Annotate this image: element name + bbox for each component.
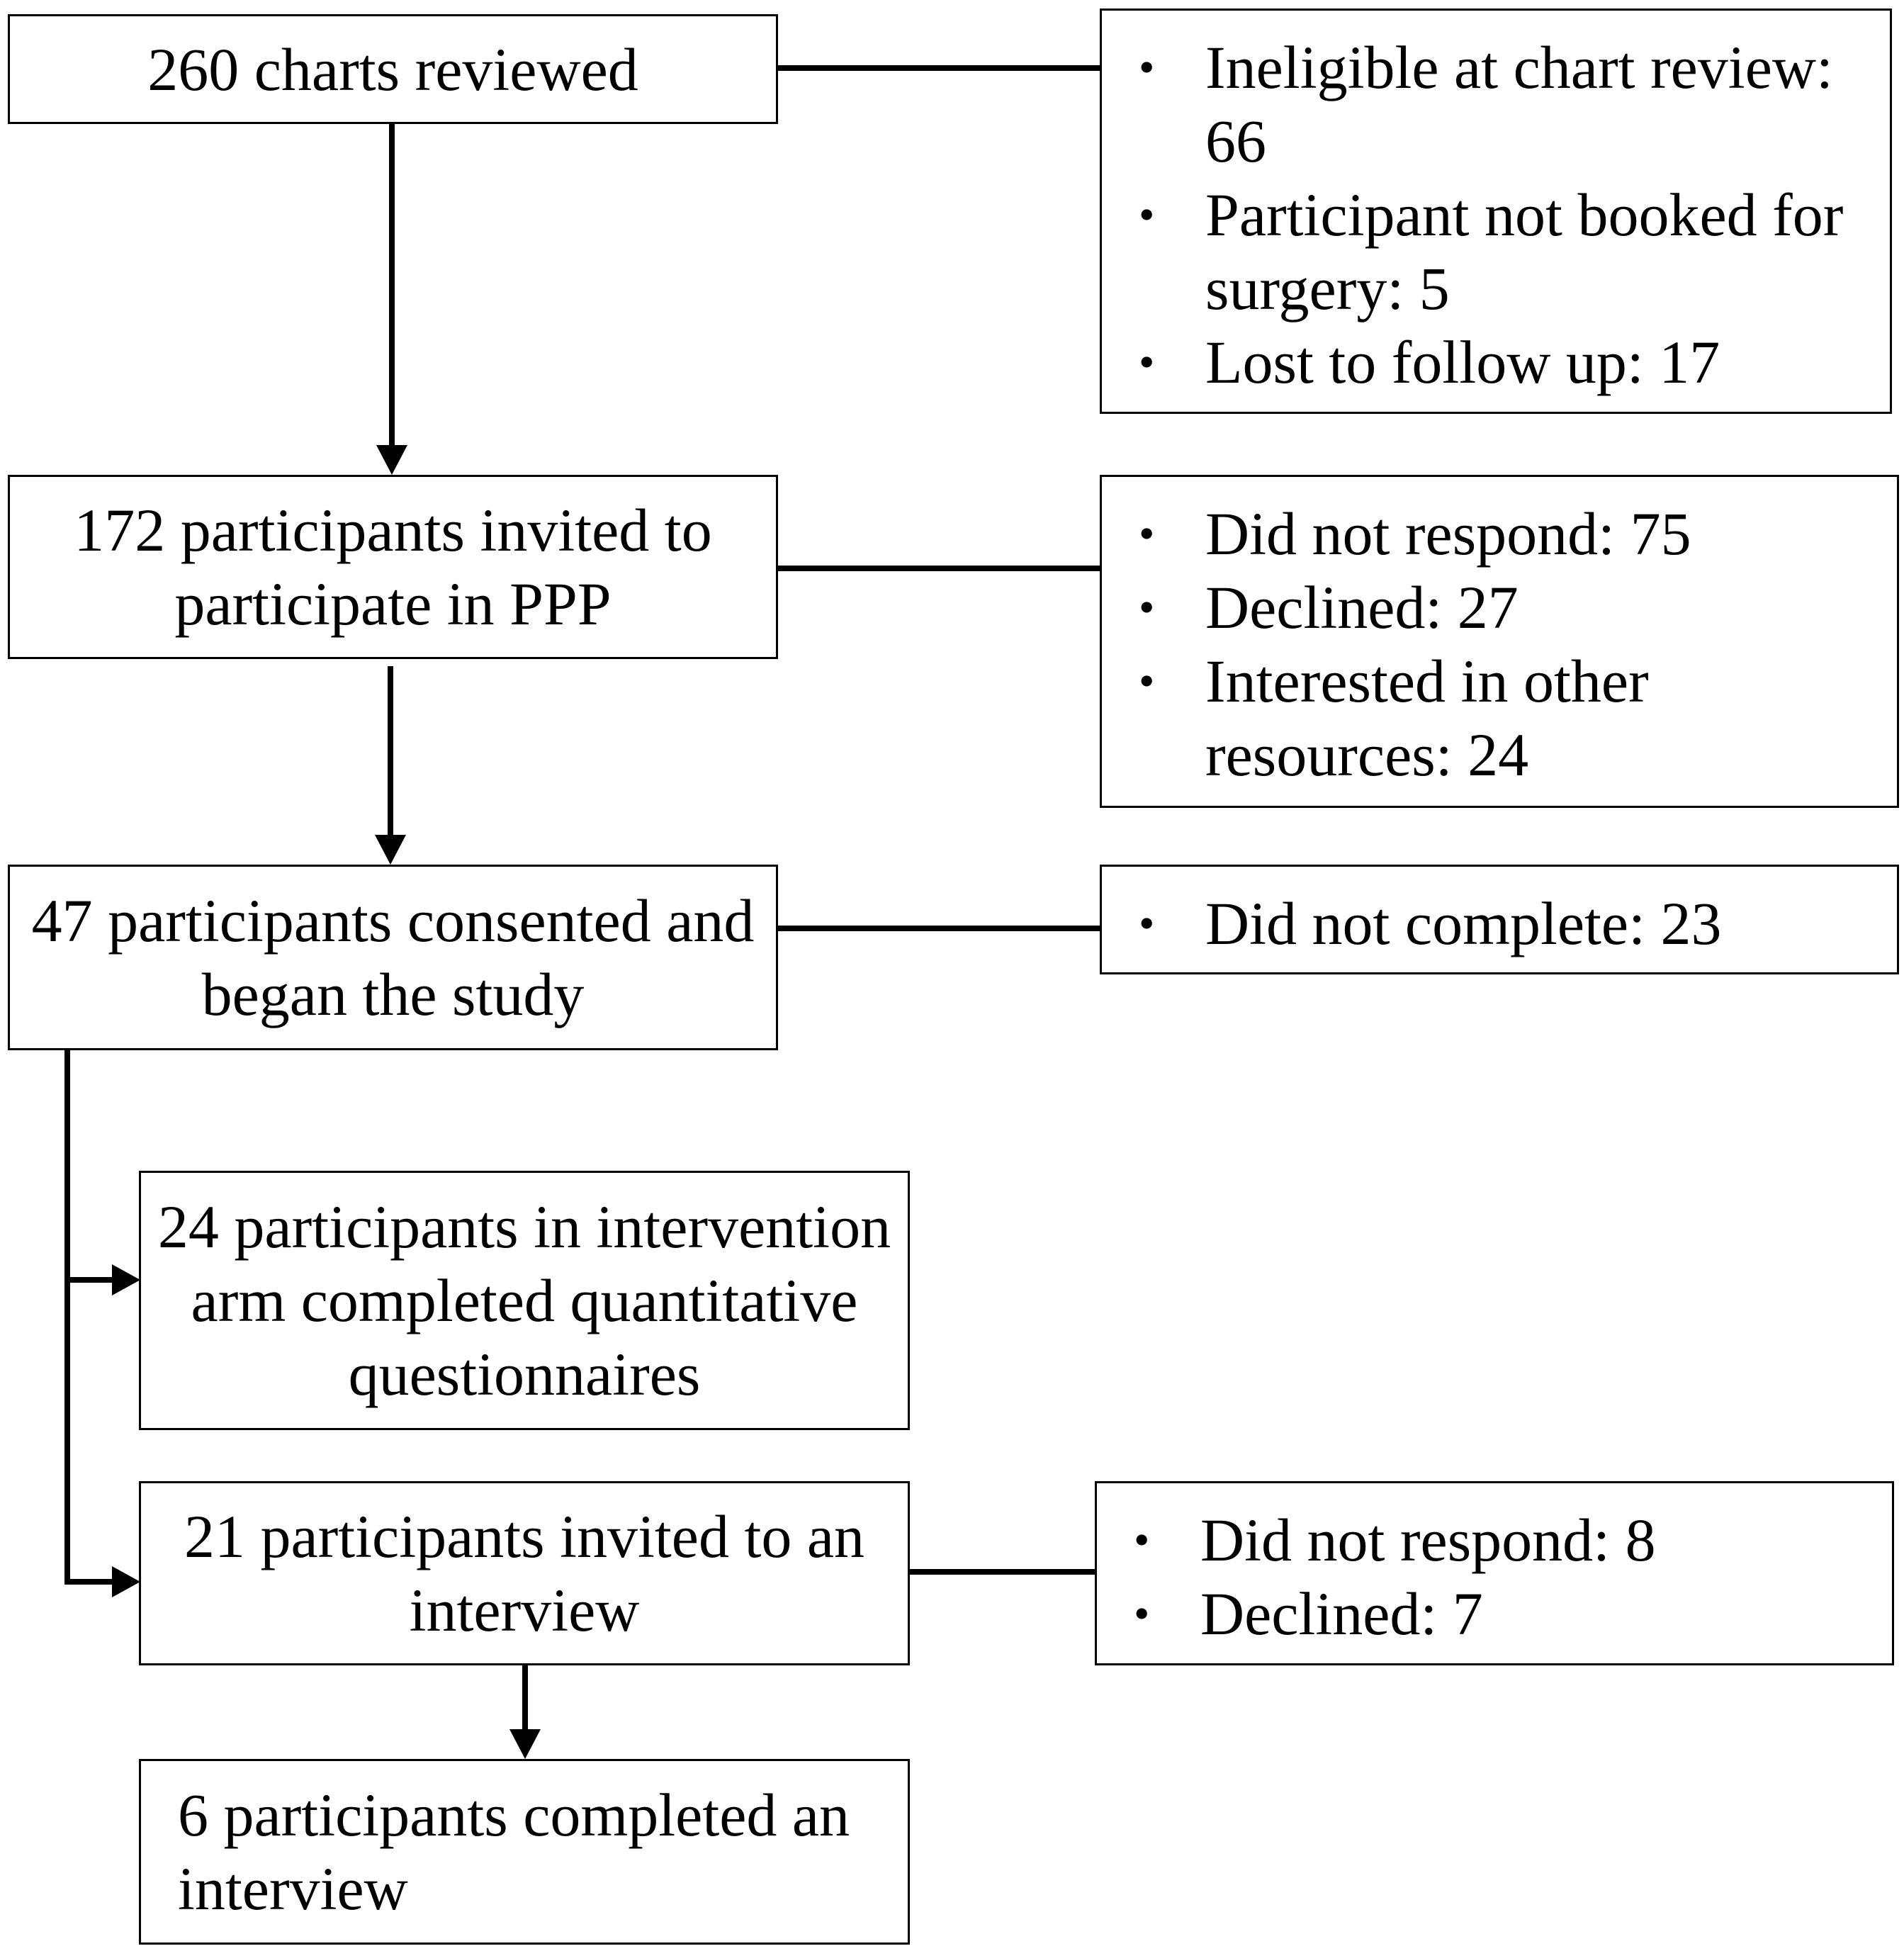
arrowhead-n1-n2 [376, 445, 407, 475]
excl-item: • Participant not booked for surgery: 5 [1102, 178, 1869, 325]
excl-invited-list: • Did not respond: 75 • Declined: 27 • Inte… [1102, 497, 1876, 792]
box-questionnaires-text: 24 participants in intervention arm comp… [157, 1193, 891, 1408]
excl-item: • Declined: 27 [1102, 570, 1876, 644]
bullet-icon: • [1139, 508, 1155, 558]
excl-item: • Interested in other resources: 24 [1102, 644, 1876, 792]
excl-item-text: Lost to follow up: 17 [1205, 328, 1720, 396]
arrowhead-n2-n3 [375, 835, 406, 865]
arrowhead-n5-n6 [509, 1729, 541, 1759]
box-excl-interview: • Did not respond: 8 • Declined: 7 [1095, 1481, 1894, 1665]
box-questionnaires: 24 participants in intervention arm comp… [139, 1171, 910, 1430]
excl-item-text: Did not respond: 75 [1205, 500, 1691, 568]
bullet-icon: • [1139, 898, 1155, 948]
bullet-icon: • [1139, 582, 1155, 632]
bullet-icon: • [1139, 337, 1155, 387]
excl-item-text: Did not complete: 23 [1205, 889, 1722, 957]
bullet-icon: • [1139, 42, 1155, 92]
excl-item: • Ineligible at chart review: 66 [1102, 30, 1869, 178]
box-consented-text: 47 participants consented and began the … [31, 887, 755, 1028]
box-charts-reviewed-text: 260 charts reviewed [147, 35, 638, 103]
box-charts-reviewed: 260 charts reviewed [8, 14, 778, 124]
bullet-icon: • [1134, 1514, 1150, 1565]
box-interview-completed: 6 participants completed an interview [139, 1759, 910, 1945]
excl-item-text: Participant not booked for surgery: 5 [1205, 181, 1844, 322]
box-excl-consented: • Did not complete: 23 [1100, 865, 1899, 974]
box-excl-invited: • Did not respond: 75 • Declined: 27 • Inte… [1100, 475, 1899, 808]
excl-item-text: Did not respond: 8 [1200, 1506, 1656, 1574]
box-interview-invited: 21 participants invited to an interview [139, 1481, 910, 1665]
box-interview-completed-text: 6 participants completed an interview [178, 1781, 850, 1923]
bullet-icon: • [1134, 1588, 1150, 1638]
excl-item-text: Declined: 7 [1200, 1580, 1483, 1648]
bullet-icon: • [1139, 656, 1155, 706]
arrowhead-n4 [112, 1264, 140, 1295]
excl-chart-review-list: • Ineligible at chart review: 66 • Partici… [1102, 30, 1869, 399]
box-consented: 47 participants consented and began the … [8, 865, 778, 1050]
excl-item: • Declined: 7 [1097, 1577, 1871, 1651]
arrowhead-n5 [112, 1566, 140, 1597]
box-invited-text: 172 participants invited to participate … [74, 496, 712, 638]
excl-item: • Did not complete: 23 [1102, 887, 1876, 960]
excl-item-text: Interested in other resources: 24 [1205, 647, 1649, 789]
excl-item: • Lost to follow up: 17 [1102, 325, 1869, 399]
box-excl-chart-review: • Ineligible at chart review: 66 • Partici… [1100, 9, 1892, 414]
bullet-icon: • [1139, 189, 1155, 240]
excl-item-text: Declined: 27 [1205, 573, 1519, 641]
box-invited: 172 participants invited to participate … [8, 475, 778, 659]
excl-interview-list: • Did not respond: 8 • Declined: 7 [1097, 1503, 1871, 1651]
excl-item: • Did not respond: 75 [1102, 497, 1876, 570]
excl-item-text: Ineligible at chart review: 66 [1205, 33, 1833, 175]
box-interview-invited-text: 21 participants invited to an interview [184, 1502, 865, 1644]
excl-item: • Did not respond: 8 [1097, 1503, 1871, 1577]
excl-consented-list: • Did not complete: 23 [1102, 887, 1876, 960]
